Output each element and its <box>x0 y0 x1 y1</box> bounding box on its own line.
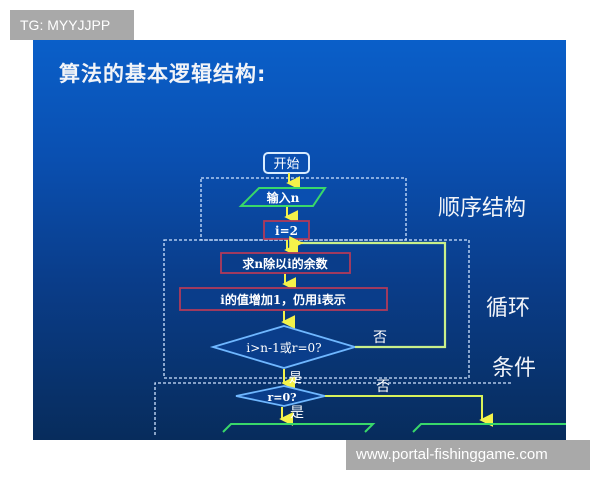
increment-label: i的值增加1，仍用i表示 <box>220 292 345 307</box>
loop-no-label: 否 <box>373 330 387 346</box>
condition-decision-label: r=0? <box>267 391 296 404</box>
remainder-node: 求n除以i的余数 <box>220 252 351 274</box>
start-label: 开始 <box>273 157 299 172</box>
remainder-label: 求n除以i的余数 <box>242 256 328 271</box>
loop-decision-node: i>n-1或r=0? <box>209 325 359 369</box>
slide-title: 算法的基本逻辑结构: <box>59 62 267 86</box>
section-label-condition: 条件 <box>492 356 537 381</box>
init-node: i=2 <box>263 220 310 240</box>
condition-decision-node: r=0? <box>235 385 326 407</box>
loop-yes-label: 是 <box>289 371 302 386</box>
increment-node: i的值增加1，仍用i表示 <box>179 287 388 311</box>
start-node: 开始 <box>263 152 310 174</box>
section-label-sequence: 顺序结构 <box>438 196 527 221</box>
loop-back-line <box>295 241 447 349</box>
flowchart: 开始 输入n i=2 求n除以i的余数 i的值增加1，仍用i表示 <box>154 152 566 435</box>
section-label-loop: 循环 <box>486 296 531 321</box>
condition-frame <box>154 382 513 435</box>
input-label: 输入n <box>267 190 300 205</box>
slide: 算法的基本逻辑结构: 开始 输入n <box>33 40 566 440</box>
sequence-frame <box>200 177 407 241</box>
condition-yes-label: 是 <box>290 405 304 421</box>
watermark-bottom: www.portal-fishinggame.com <box>346 440 590 470</box>
condition-no-line <box>325 395 483 418</box>
output-node-yes <box>222 423 376 433</box>
loop-decision-label: i>n-1或r=0? <box>246 341 321 355</box>
watermark-top: TG: MYYJJPP <box>10 10 134 40</box>
output-node-no <box>412 423 566 433</box>
loop-frame <box>163 239 470 379</box>
init-label: i=2 <box>275 224 298 238</box>
input-node: 输入n <box>238 187 327 207</box>
condition-no-label: 否 <box>376 379 390 395</box>
